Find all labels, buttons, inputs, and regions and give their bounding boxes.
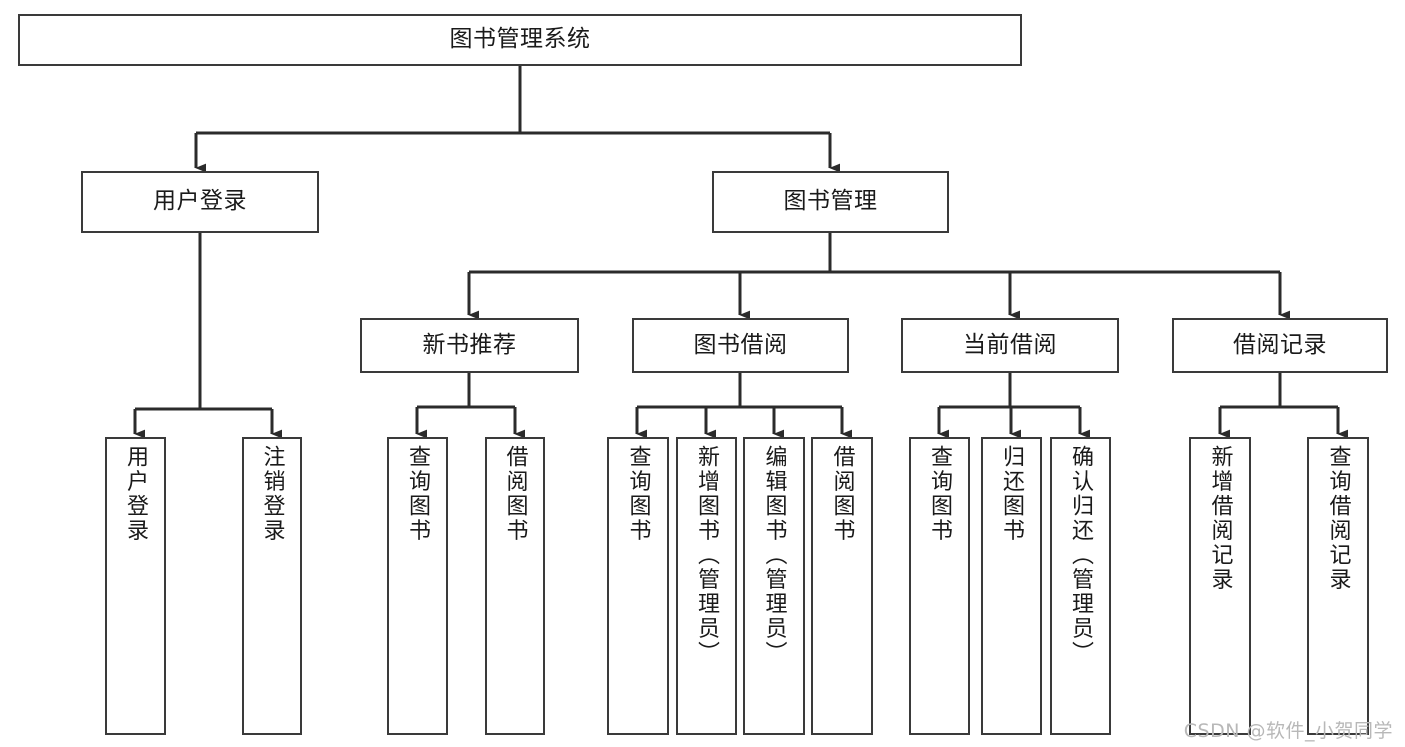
node-new-book-rec[interactable]: 新书推荐 [360,318,579,373]
leaf-edit-book-label: 编辑图书（管理员） [761,445,787,666]
leaf-confirm-return[interactable]: 确认归还（管理员） [1050,437,1111,735]
leaf-add-record[interactable]: 新增借阅记录 [1189,437,1251,735]
node-book-manage[interactable]: 图书管理 [712,171,949,233]
leaf-query-book-1-label: 查询图书 [405,445,431,543]
leaf-user-login-label: 用户登录 [123,445,149,543]
node-root[interactable]: 图书管理系统 [18,14,1022,66]
node-borrow-record[interactable]: 借阅记录 [1172,318,1388,373]
leaf-add-book-label: 新增图书（管理员） [694,445,720,666]
leaf-logout[interactable]: 注销登录 [242,437,302,735]
node-book-manage-label: 图书管理 [783,188,878,215]
leaf-query-book-3[interactable]: 查询图书 [909,437,970,735]
leaf-logout-label: 注销登录 [259,445,285,543]
node-current-borrow[interactable]: 当前借阅 [901,318,1119,373]
leaf-add-book[interactable]: 新增图书（管理员） [676,437,737,735]
leaf-edit-book[interactable]: 编辑图书（管理员） [743,437,805,735]
node-book-borrow-label: 图书借阅 [693,331,788,358]
node-user-login-label: 用户登录 [153,188,247,215]
leaf-query-book-3-label: 查询图书 [927,445,953,543]
node-book-borrow[interactable]: 图书借阅 [632,318,849,373]
leaf-borrow-book-1-label: 借阅图书 [502,445,528,543]
leaf-borrow-book-2-label: 借阅图书 [829,445,855,543]
leaf-add-record-label: 新增借阅记录 [1207,445,1233,592]
leaf-confirm-return-label: 确认归还（管理员） [1068,445,1094,666]
node-current-borrow-label: 当前借阅 [963,331,1057,358]
leaf-return-book-label: 归还图书 [999,445,1025,543]
leaf-borrow-book-1[interactable]: 借阅图书 [485,437,545,735]
leaf-query-record-label: 查询借阅记录 [1325,445,1351,592]
node-root-label: 图书管理系统 [449,26,591,53]
node-new-book-rec-label: 新书推荐 [422,331,517,358]
leaf-user-login[interactable]: 用户登录 [105,437,166,735]
leaf-query-book-2[interactable]: 查询图书 [607,437,669,735]
node-user-login[interactable]: 用户登录 [81,171,319,233]
leaf-query-book-1[interactable]: 查询图书 [387,437,448,735]
leaf-borrow-book-2[interactable]: 借阅图书 [811,437,873,735]
watermark-text: CSDN @软件_小贺同学 [1183,720,1393,742]
leaf-return-book[interactable]: 归还图书 [981,437,1042,735]
leaf-query-book-2-label: 查询图书 [625,445,651,543]
node-borrow-record-label: 借阅记录 [1233,331,1327,358]
leaf-query-record[interactable]: 查询借阅记录 [1307,437,1369,735]
